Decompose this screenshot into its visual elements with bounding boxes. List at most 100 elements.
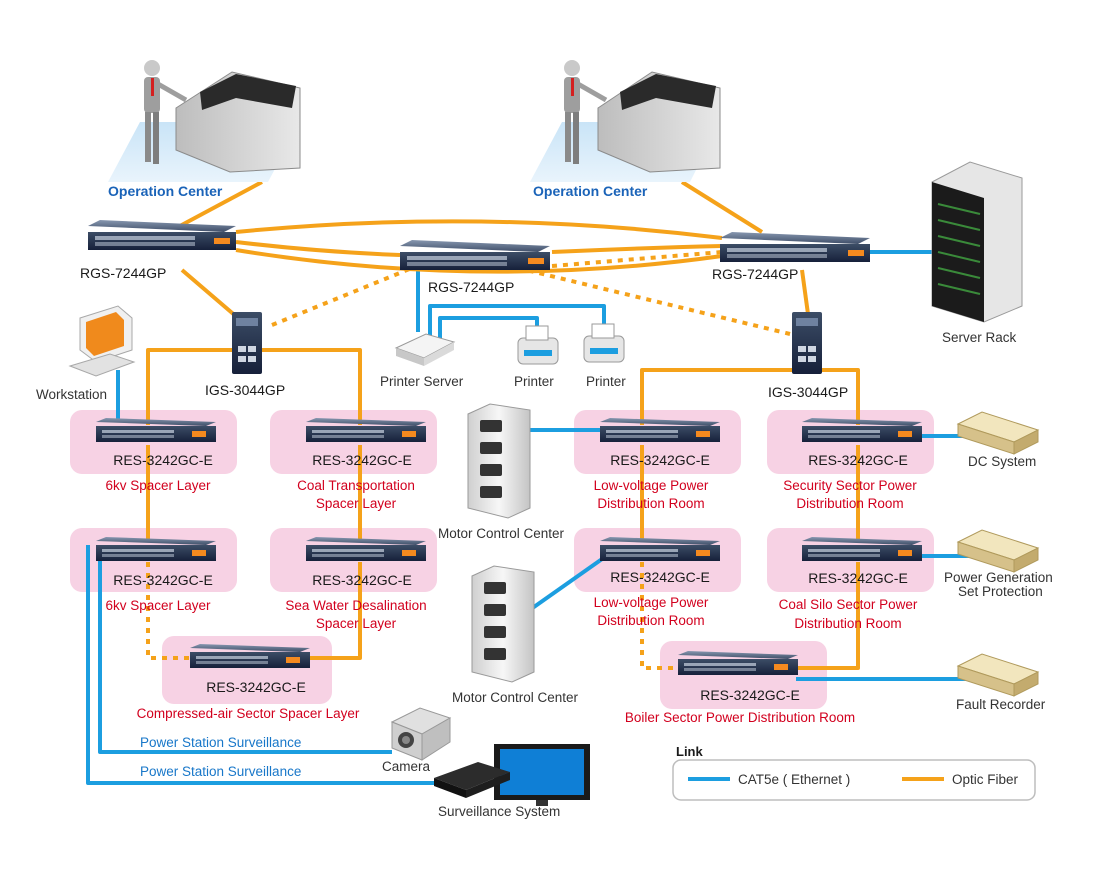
field-switch-model-label: RES-3242GC-E bbox=[206, 679, 306, 695]
dvr-box-icon bbox=[434, 762, 510, 798]
fault-recorder-label: Fault Recorder bbox=[956, 697, 1046, 712]
fault-recorder: Fault Recorder bbox=[956, 653, 1046, 712]
camera: Camera bbox=[382, 707, 452, 774]
server-rack-label: Server Rack bbox=[942, 330, 1017, 345]
legend-ethernet-label: CAT5e ( Ethernet ) bbox=[738, 772, 850, 787]
workstation-label: Workstation bbox=[36, 387, 107, 402]
industrial-switch-label: IGS-3044GP bbox=[768, 384, 848, 400]
printer-label: Printer bbox=[586, 374, 626, 389]
motor-control-center-label: Motor Control Center bbox=[438, 526, 565, 541]
switch-top-icon bbox=[720, 232, 870, 244]
area-name-label: Low-voltage Power bbox=[594, 595, 709, 610]
server-rack: Server Rack bbox=[931, 161, 1023, 345]
operation-center-left: Operation Center bbox=[108, 60, 301, 199]
dc-system-label: DC System bbox=[968, 454, 1036, 469]
area-name-label: Boiler Sector Power Distribution Room bbox=[625, 710, 855, 725]
operator-person-icon bbox=[144, 60, 188, 164]
field-switch-model-label: RES-3242GC-E bbox=[312, 452, 412, 468]
operation-center-label: Operation Center bbox=[533, 183, 648, 199]
motor-control-center-upper: Motor Control Center bbox=[438, 403, 565, 541]
field-switch-model-label: RES-3242GC-E bbox=[610, 569, 710, 585]
field-switch-model-label: RES-3242GC-E bbox=[808, 452, 908, 468]
eth-printer-1 bbox=[428, 304, 606, 336]
printer-1: Printer bbox=[514, 325, 559, 389]
operation-center-right: Operation Center bbox=[530, 60, 721, 199]
switch-top-icon bbox=[306, 537, 426, 545]
eth-surveillance-camera bbox=[98, 545, 392, 754]
switch-body-icon bbox=[720, 244, 870, 262]
eth-surveillance-system bbox=[86, 545, 440, 785]
dc-system: DC System bbox=[956, 411, 1040, 469]
printer-icon bbox=[517, 325, 559, 365]
switch-top-icon bbox=[600, 537, 720, 545]
fiber-core-mid-right bbox=[551, 244, 723, 254]
protection-device-icon bbox=[956, 529, 1040, 573]
core-switch-middle: RGS-7244GP bbox=[400, 240, 550, 295]
field-switch-model-label: RES-3242GC-E bbox=[700, 687, 800, 703]
printer-2: Printer bbox=[583, 323, 626, 389]
area-name-label: Distribution Room bbox=[597, 613, 704, 628]
camera-icon bbox=[390, 707, 452, 761]
fiber-right-ring-dash bbox=[640, 562, 685, 670]
area-name-label: Security Sector Power bbox=[783, 478, 917, 493]
legend-box bbox=[672, 759, 1036, 801]
switch-body-icon bbox=[88, 232, 236, 250]
switch-top-icon bbox=[678, 651, 798, 659]
legend-title: Link bbox=[676, 744, 703, 759]
legend: Link CAT5e ( Ethernet ) Optic Fiber bbox=[672, 744, 1036, 801]
fiber-left-ring-top bbox=[146, 348, 232, 425]
area-name-label: Coal Transportation bbox=[297, 478, 415, 493]
switch-top-icon bbox=[400, 240, 550, 252]
printer-server: Printer Server bbox=[380, 333, 464, 389]
motor-control-center-lower: Motor Control Center bbox=[452, 565, 579, 705]
switch-top-icon bbox=[96, 418, 216, 426]
area-name-label: Coal Silo Sector Power bbox=[779, 597, 918, 612]
area-name-label: Spacer Layer bbox=[316, 616, 397, 631]
area-name-label: 6kv Spacer Layer bbox=[105, 598, 211, 613]
operation-center-label: Operation Center bbox=[108, 183, 223, 199]
fiber-oc1 bbox=[177, 180, 263, 229]
area-name-label: Distribution Room bbox=[794, 616, 901, 631]
field-switch-model-label: RES-3242GC-E bbox=[113, 452, 213, 468]
switch-top-icon bbox=[306, 418, 426, 426]
surveillance-link-label: Power Station Surveillance bbox=[140, 764, 301, 779]
field-switch-model-label: RES-3242GC-E bbox=[610, 452, 710, 468]
printer-label: Printer bbox=[514, 374, 554, 389]
dc-system-icon bbox=[956, 411, 1040, 455]
fiber-right-ring-top-r bbox=[822, 368, 860, 425]
power-generation-label: Power Generation bbox=[944, 570, 1053, 585]
keyboard-icon bbox=[68, 353, 136, 377]
field-switch: RES-3242GC-E Low-voltage PowerDistributio… bbox=[594, 537, 720, 628]
switch-body-icon bbox=[400, 252, 550, 270]
monitor-icon bbox=[494, 744, 590, 806]
console-screens bbox=[200, 74, 296, 110]
switch-top-icon bbox=[802, 418, 922, 426]
fiber-mid-igs2-dash bbox=[517, 266, 791, 336]
surveillance-link-label: Power Station Surveillance bbox=[140, 735, 301, 750]
area-name-label: 6kv Spacer Layer bbox=[105, 478, 211, 493]
field-switch: RES-3242GC-E Security Sector PowerDistrib… bbox=[783, 418, 922, 511]
printer-icon bbox=[583, 323, 625, 363]
switch-top-icon bbox=[600, 418, 720, 426]
fiber-core3-igs2 bbox=[800, 269, 810, 315]
fiber-left-ring-top-r bbox=[262, 348, 362, 425]
core-switch-right: RGS-7244GP bbox=[712, 232, 870, 282]
legend-fiber-label: Optic Fiber bbox=[952, 772, 1019, 787]
field-switch-model-label: RES-3242GC-E bbox=[808, 570, 908, 586]
area-name-label: Spacer Layer bbox=[316, 496, 397, 511]
fiber-right-ring-top bbox=[640, 368, 792, 425]
industrial-switch-label: IGS-3044GP bbox=[205, 382, 285, 398]
area-name-label: Compressed-air Sector Spacer Layer bbox=[137, 706, 360, 721]
switch-top-icon bbox=[802, 537, 922, 545]
area-name-label: Distribution Room bbox=[597, 496, 704, 511]
surveillance-system: Surveillance System bbox=[434, 744, 590, 819]
area-name-label: Distribution Room bbox=[796, 496, 903, 511]
core-switch-label: RGS-7244GP bbox=[712, 266, 798, 282]
core-switch-left: RGS-7244GP bbox=[80, 220, 236, 281]
